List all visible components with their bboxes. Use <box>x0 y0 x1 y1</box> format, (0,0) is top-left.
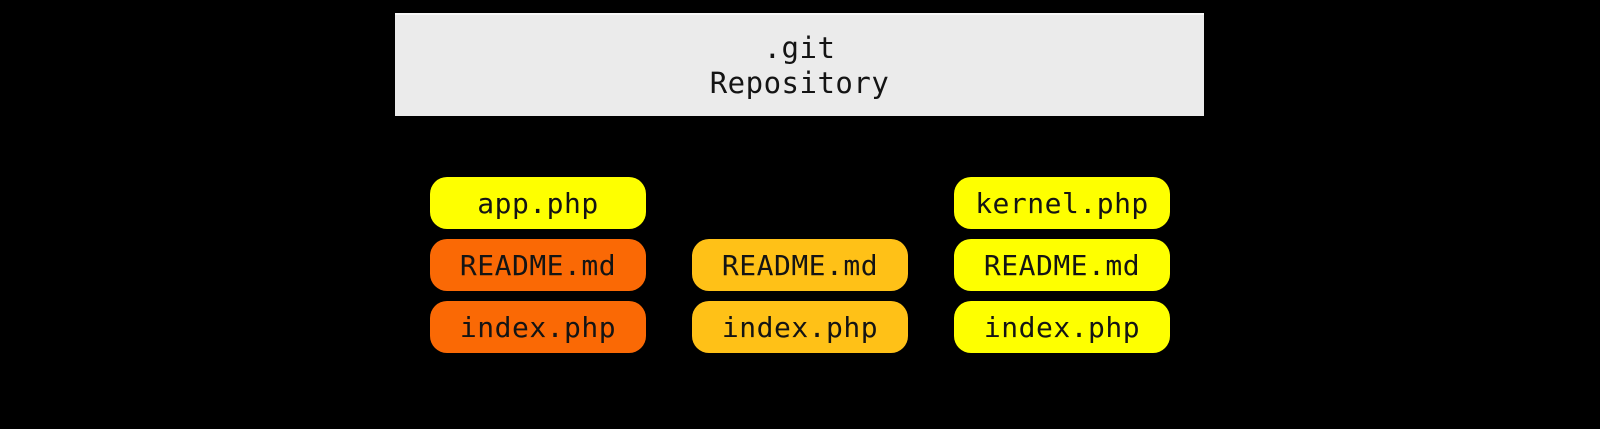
commit-2-file-readme-md: README.md <box>692 239 908 291</box>
commit-2-file-index-php: index.php <box>692 301 908 353</box>
commit-3-file-index-php: index.php <box>954 301 1170 353</box>
git-repository-header: .git Repository <box>395 13 1204 116</box>
header-title-line-1: .git <box>763 30 836 65</box>
commit-1-file-app-php: app.php <box>430 177 646 229</box>
commit-1-file-readme-md: README.md <box>430 239 646 291</box>
commit-3-file-kernel-php: kernel.php <box>954 177 1170 229</box>
commit-1-file-index-php: index.php <box>430 301 646 353</box>
header-title-line-2: Repository <box>709 65 890 100</box>
commit-file-grid: app.php README.md index.php README.md in… <box>430 177 1170 353</box>
commit-3-file-readme-md: README.md <box>954 239 1170 291</box>
